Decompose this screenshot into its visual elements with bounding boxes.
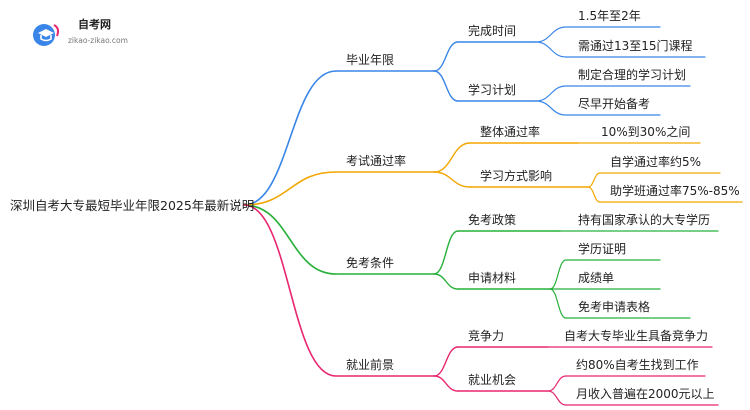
logo-title: 自考网	[78, 18, 111, 31]
leaf-monthly-income: 月收入普遍在2000元以上	[576, 387, 715, 401]
sub-study-plan: 学习计划	[468, 83, 517, 97]
sub-competitiveness: 竞争力	[468, 329, 505, 343]
leaf-connector	[547, 390, 567, 406]
leaf-self-study-rate: 自学通过率约5%	[610, 155, 702, 169]
branch-exemption-conditions: 免考条件	[346, 256, 395, 270]
sub-application-materials: 申请材料	[468, 271, 517, 285]
root-node: 深圳自考大专最短毕业年限2025年最新说明	[10, 198, 255, 213]
leaf-connector	[587, 172, 601, 188]
leaf-make-plan: 制定合理的学习计划	[578, 68, 687, 82]
branch-employment-outlook: 就业前景	[346, 358, 395, 372]
leaf-competitive-grads: 自考大专毕业生具备竞争力	[564, 329, 709, 343]
leaf-duration: 1.5年至2年	[578, 9, 641, 23]
leaf-connector	[535, 100, 567, 116]
sub-exemption-policy: 免考政策	[468, 213, 517, 227]
sub-completion-time: 完成时间	[468, 24, 517, 38]
sub-overall-pass-rate: 整体通过率	[480, 125, 541, 139]
site-logo[interactable]: 自考网 zikao-zikao.com	[30, 18, 150, 52]
leaf-pass-range: 10%到30%之间	[601, 125, 691, 139]
branch-connector	[243, 70, 337, 206]
leaf-employment-rate: 约80%自考生找到工作	[576, 358, 699, 372]
leaf-connector	[549, 288, 567, 319]
leaf-diploma-proof: 学历证明	[578, 242, 627, 256]
sub-connector	[433, 41, 459, 72]
leaf-degree-holder: 持有国家承认的大专学历	[578, 213, 711, 227]
leaf-connector	[535, 41, 567, 58]
leaf-transcript: 成绩单	[578, 271, 615, 285]
leaf-class-rate: 助学班通过率75%-85%	[610, 184, 740, 198]
sub-connector	[433, 142, 471, 173]
sub-study-mode-impact: 学习方式影响	[480, 169, 553, 183]
leaf-connector	[587, 186, 601, 203]
sub-connector	[433, 346, 459, 377]
branch-connector	[243, 171, 337, 206]
sub-connector	[433, 70, 459, 102]
leaf-exemption-form: 免考申请表格	[578, 300, 651, 314]
leaf-connector	[547, 375, 567, 392]
sub-connector	[433, 375, 459, 392]
leaf-start-early: 尽早开始备考	[578, 97, 651, 111]
sub-connector	[433, 171, 471, 188]
sub-connector	[433, 230, 459, 275]
logo-url: zikao-zikao.com	[68, 36, 128, 45]
branch-connector	[243, 204, 337, 377]
branch-connector	[243, 204, 337, 275]
leaf-course-count: 需通过13至15门课程	[578, 39, 693, 53]
sub-job-opportunities: 就业机会	[468, 373, 517, 387]
leaf-connector	[549, 259, 567, 290]
graduation-cap-icon	[33, 24, 59, 46]
leaf-connector	[535, 85, 567, 102]
leaf-connector	[535, 26, 567, 43]
branch-pass-rate: 考试通过率	[346, 154, 407, 168]
branch-graduation-period: 毕业年限	[346, 53, 395, 67]
sub-connector	[433, 273, 459, 290]
